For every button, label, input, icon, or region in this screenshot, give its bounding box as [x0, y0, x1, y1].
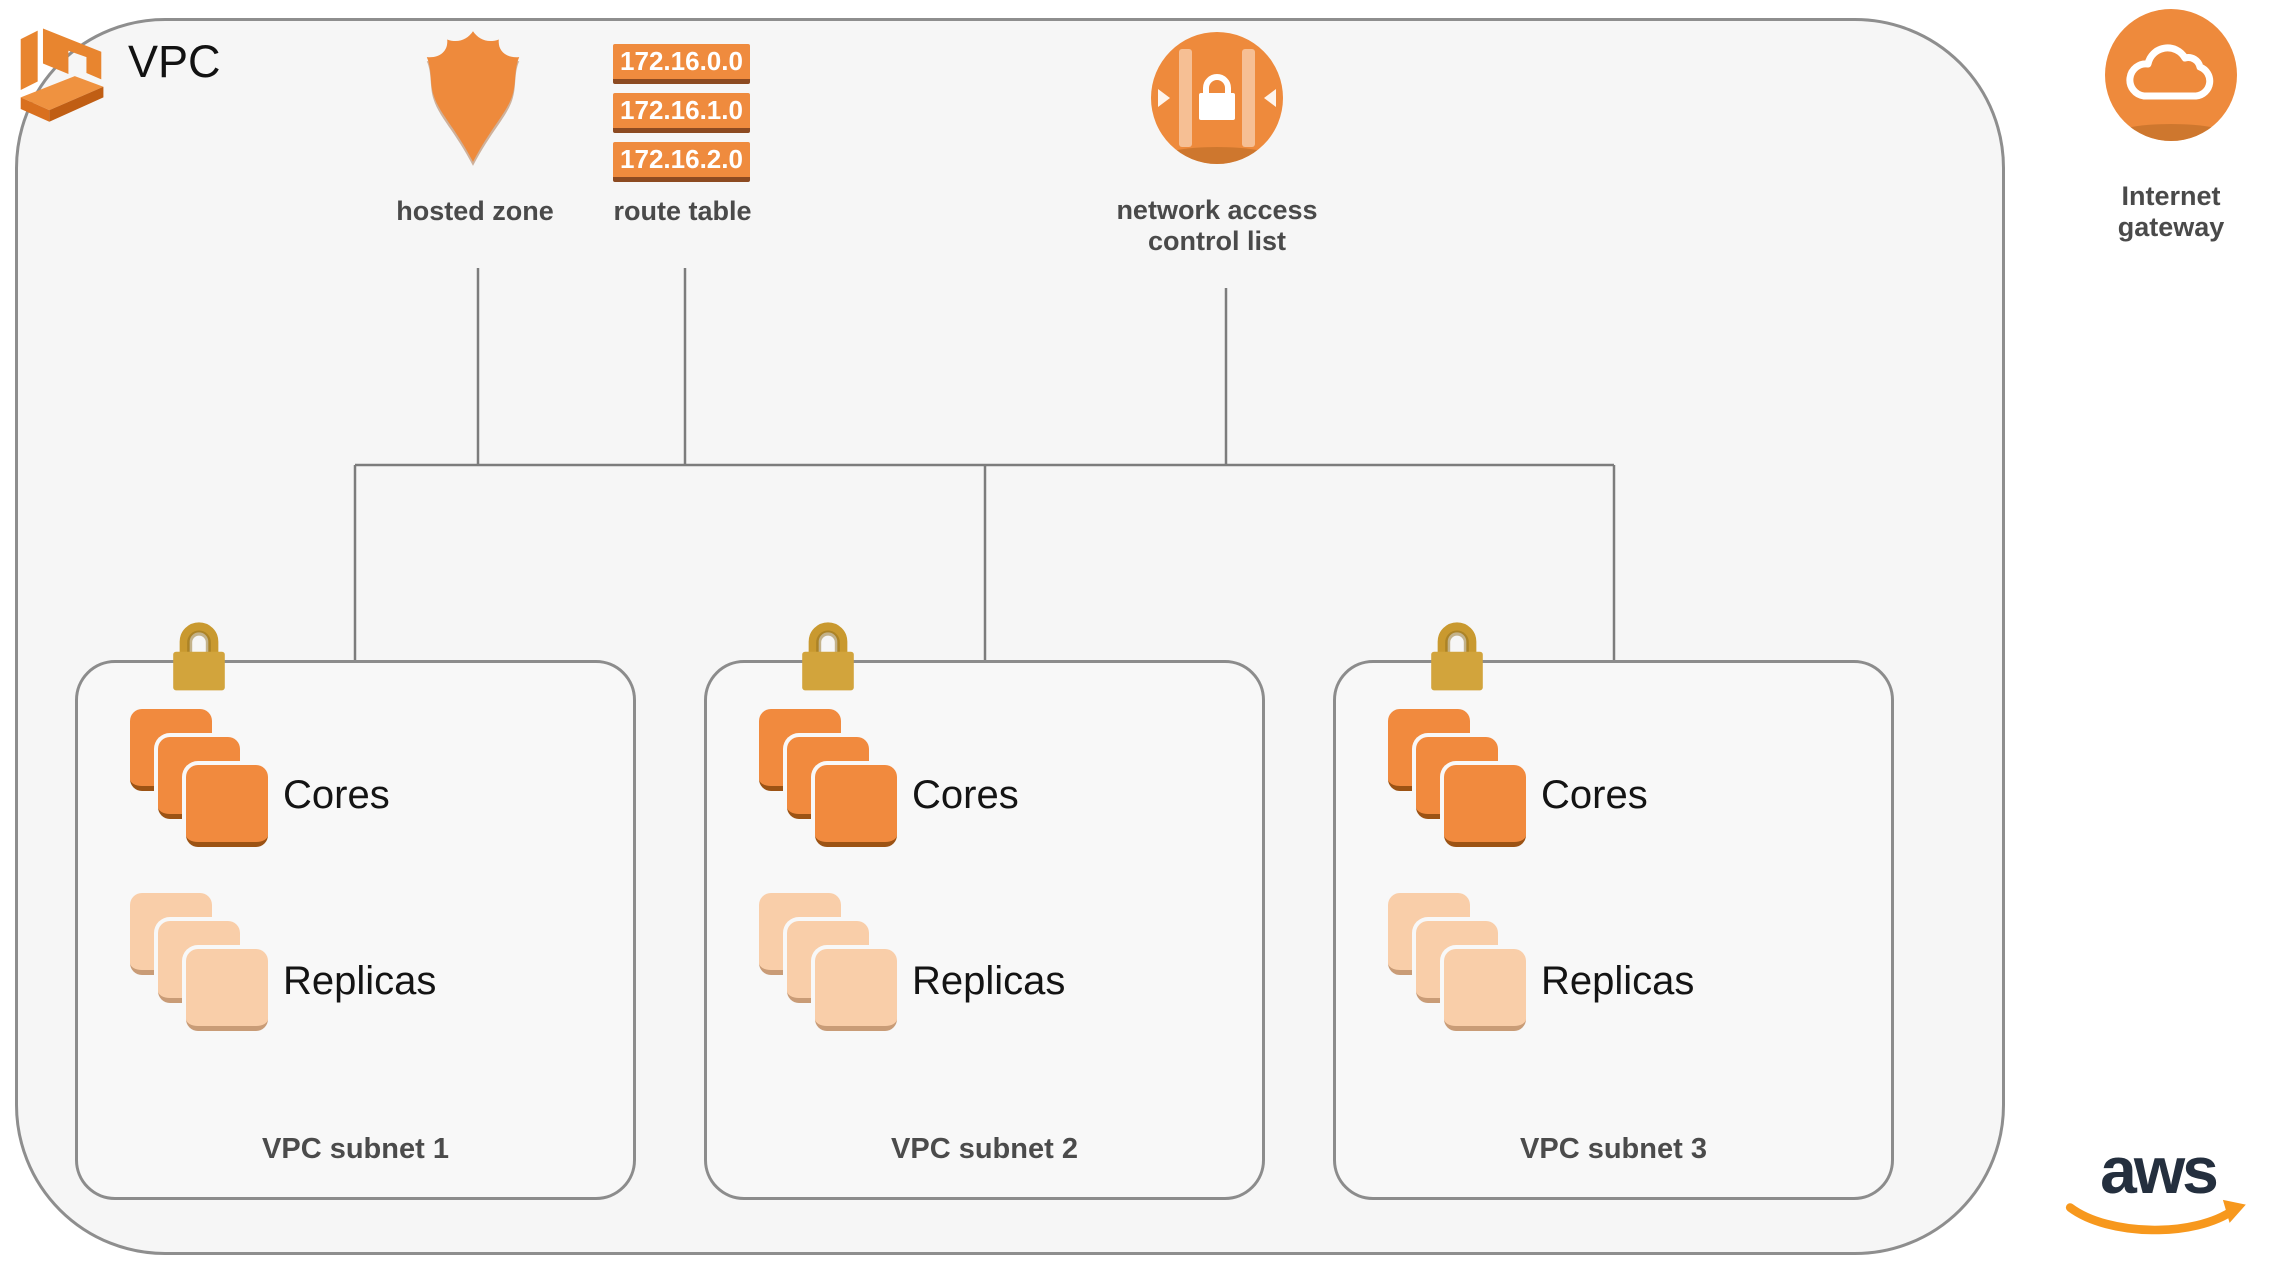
replicas-label: Replicas — [912, 959, 1066, 1003]
replicas-icon — [1388, 893, 1528, 1033]
internet-gateway-label: Internet gateway — [2086, 181, 2256, 243]
core-node — [1444, 765, 1526, 847]
route-entry: 172.16.2.0 — [613, 142, 750, 182]
replicas-icon — [130, 893, 270, 1033]
hosted-zone-label: hosted zone — [396, 196, 554, 226]
core-node — [815, 765, 897, 847]
route-table-icon: 172.16.0.0 172.16.1.0 172.16.2.0 — [613, 44, 750, 191]
vpc-subnet-2: Cores Replicas VPC subnet 2 — [704, 622, 1265, 1200]
lock-icon — [802, 622, 854, 691]
aws-logo: aws — [2048, 1133, 2268, 1262]
subnet-name: VPC subnet 2 — [891, 1133, 1078, 1165]
replicas-label: Replicas — [283, 959, 437, 1003]
route-entry: 172.16.0.0 — [613, 44, 750, 84]
aws-smile-icon — [2065, 1199, 2246, 1235]
replicas-icon — [759, 893, 899, 1033]
internet-gateway-icon — [2105, 9, 2237, 141]
vpc-subnet-1: Cores Replicas VPC subnet 1 — [75, 622, 636, 1200]
replica-node — [1444, 949, 1526, 1031]
internet-gateway-label-line1: Internet — [2121, 181, 2221, 211]
cores-icon — [1388, 709, 1528, 849]
subnet-name: VPC subnet 1 — [262, 1133, 449, 1165]
aws-logo-text: aws — [2100, 1133, 2219, 1207]
network-acl-icon — [1151, 32, 1283, 164]
cores-icon — [130, 709, 270, 849]
vpc-icon — [20, 28, 104, 122]
subnet-name: VPC subnet 3 — [1520, 1133, 1707, 1165]
lock-icon — [173, 622, 225, 691]
lock-icon — [1431, 622, 1483, 691]
cores-label: Cores — [912, 773, 1019, 817]
core-node — [186, 765, 268, 847]
route-table-label: route table — [613, 196, 752, 226]
cores-icon — [759, 709, 899, 849]
network-acl-label-line2: control list — [1147, 226, 1286, 256]
cores-label: Cores — [1541, 773, 1648, 817]
vpc-title: VPC — [128, 36, 221, 87]
vpc-subnet-3: Cores Replicas VPC subnet 3 — [1333, 622, 1894, 1200]
replica-node — [186, 949, 268, 1031]
network-acl-label: network access control list — [1082, 195, 1352, 257]
network-acl-label-line1: network access — [1116, 195, 1318, 225]
route-entry: 172.16.1.0 — [613, 93, 750, 133]
internet-gateway-label-line2: gateway — [2117, 212, 2225, 242]
replicas-label: Replicas — [1541, 959, 1695, 1003]
hosted-zone-icon — [426, 31, 520, 162]
cores-label: Cores — [283, 773, 390, 817]
replica-node — [815, 949, 897, 1031]
